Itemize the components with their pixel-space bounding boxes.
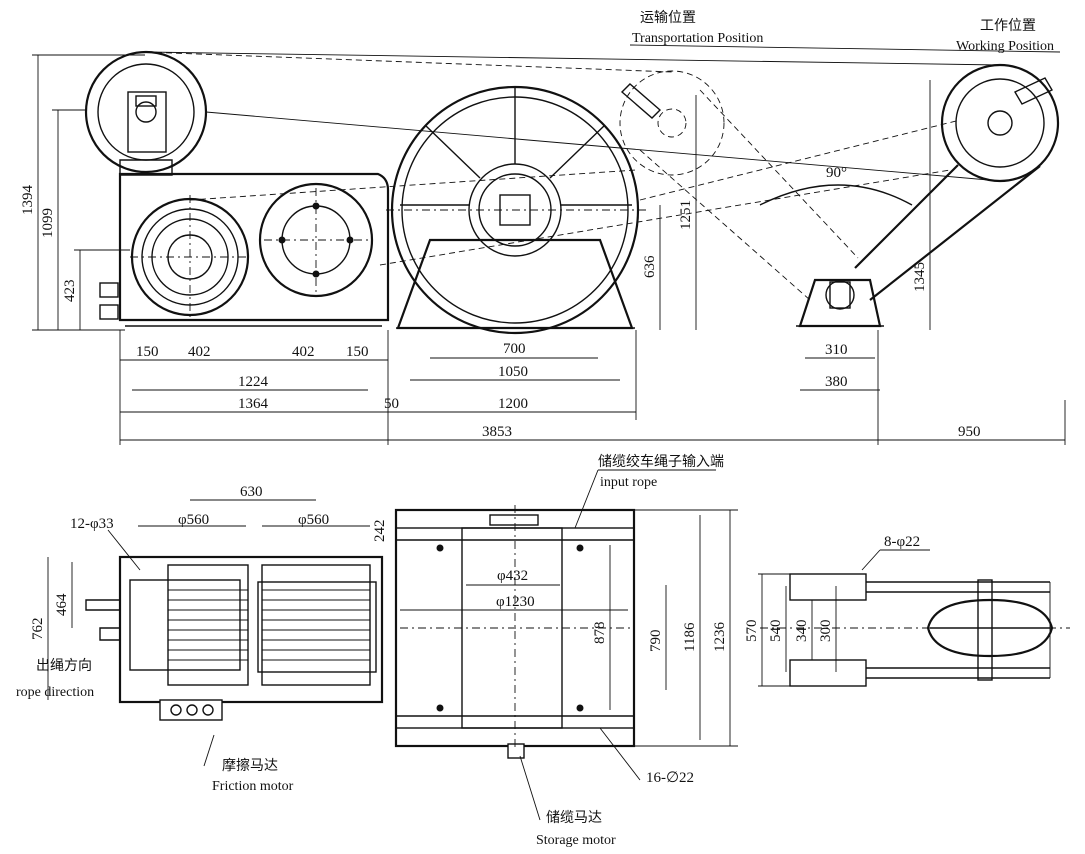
dim-950: 950 bbox=[958, 424, 981, 440]
dim-380: 380 bbox=[825, 374, 848, 390]
dim-1236: 1236 bbox=[712, 622, 728, 653]
dim-150-right: 150 bbox=[346, 344, 369, 360]
dim-402-right: 402 bbox=[292, 344, 315, 360]
dim-423: 423 bbox=[62, 280, 78, 303]
working-position-cn: 工作位置 bbox=[980, 18, 1036, 34]
dim-540: 540 bbox=[768, 620, 784, 643]
friction-motor-en: Friction motor bbox=[212, 779, 294, 794]
dim-790: 790 bbox=[648, 630, 664, 653]
left-top-sheave bbox=[84, 50, 208, 176]
sheave-plan-view: 8-φ22 570 540 340 300 bbox=[744, 534, 1070, 687]
friction-winch-frame bbox=[99, 172, 390, 327]
dim-1364: 1364 bbox=[238, 396, 269, 412]
dim-1099: 1099 bbox=[40, 208, 56, 238]
storage-motor-cn: 储缆马达 bbox=[546, 810, 602, 826]
friction-drum-right bbox=[258, 182, 374, 298]
friction-motor-cn: 摩擦马达 bbox=[222, 757, 278, 774]
storage-motor-en: Storage motor bbox=[536, 833, 616, 848]
angle-90: 90° bbox=[826, 165, 847, 181]
rope-lines bbox=[145, 51, 1001, 266]
dim-570: 570 bbox=[744, 620, 760, 643]
dim-630: 630 bbox=[240, 484, 263, 500]
transport-position-en: Transportation Position bbox=[632, 31, 763, 46]
storage-drum-plan-view: φ432 φ1230 878 790 1186 1236 16-∅22 储缆绞车… bbox=[394, 453, 738, 848]
dim-16-phi22: 16-∅22 bbox=[646, 770, 694, 786]
dim-402-left: 402 bbox=[188, 344, 211, 360]
friction-drum-plan-right bbox=[261, 564, 371, 686]
input-rope-cn: 储缆绞车绳子输入端 bbox=[598, 453, 724, 470]
dim-1200: 1200 bbox=[498, 396, 528, 412]
boom-transport-position bbox=[619, 70, 859, 301]
dim-150-left: 150 bbox=[136, 344, 159, 360]
friction-drum-plan-left bbox=[167, 564, 249, 686]
dim-phi432: φ432 bbox=[497, 568, 528, 584]
dim-700: 700 bbox=[503, 341, 526, 357]
dim-3853: 3853 bbox=[482, 424, 512, 440]
storage-motor bbox=[507, 743, 525, 759]
dim-1345: 1345 bbox=[912, 262, 928, 292]
dim-phi560-right: φ560 bbox=[298, 512, 329, 528]
dim-310: 310 bbox=[825, 342, 848, 358]
elevation-dimension-lines bbox=[32, 44, 1066, 445]
dim-50: 50 bbox=[384, 396, 399, 412]
dim-464: 464 bbox=[54, 593, 70, 616]
dim-1394: 1394 bbox=[20, 185, 36, 216]
dim-242: 242 bbox=[372, 520, 388, 543]
dim-300: 300 bbox=[818, 620, 834, 643]
transport-position-cn: 运输位置 bbox=[640, 10, 696, 26]
dim-1224: 1224 bbox=[238, 374, 269, 390]
dim-1050: 1050 bbox=[498, 364, 528, 380]
input-rope-en: input rope bbox=[600, 475, 657, 490]
dim-12-phi33: 12-φ33 bbox=[70, 516, 114, 532]
rope-direction-en: rope direction bbox=[16, 685, 94, 700]
dim-8-phi22: 8-φ22 bbox=[884, 534, 920, 550]
dim-1251: 1251 bbox=[678, 200, 694, 230]
rope-direction-cn: 出绳方向 bbox=[36, 658, 92, 674]
dim-636: 636 bbox=[642, 255, 658, 278]
storage-drum-elevation bbox=[386, 85, 648, 335]
dim-phi560-left: φ560 bbox=[178, 512, 209, 528]
dim-340: 340 bbox=[794, 620, 810, 643]
dim-1186: 1186 bbox=[682, 622, 698, 652]
dim-phi1230: φ1230 bbox=[496, 594, 535, 610]
elevation-view: 1394 1099 423 150 402 402 150 1224 1364 … bbox=[20, 10, 1066, 445]
friction-winch-plan-view: 630 12-φ33 φ560 φ560 242 464 762 出绳方向 ro… bbox=[16, 484, 388, 794]
working-position-en: Working Position bbox=[956, 39, 1054, 54]
boom-working-position bbox=[759, 63, 1060, 328]
dim-762: 762 bbox=[30, 618, 46, 641]
dim-878: 878 bbox=[592, 622, 608, 645]
